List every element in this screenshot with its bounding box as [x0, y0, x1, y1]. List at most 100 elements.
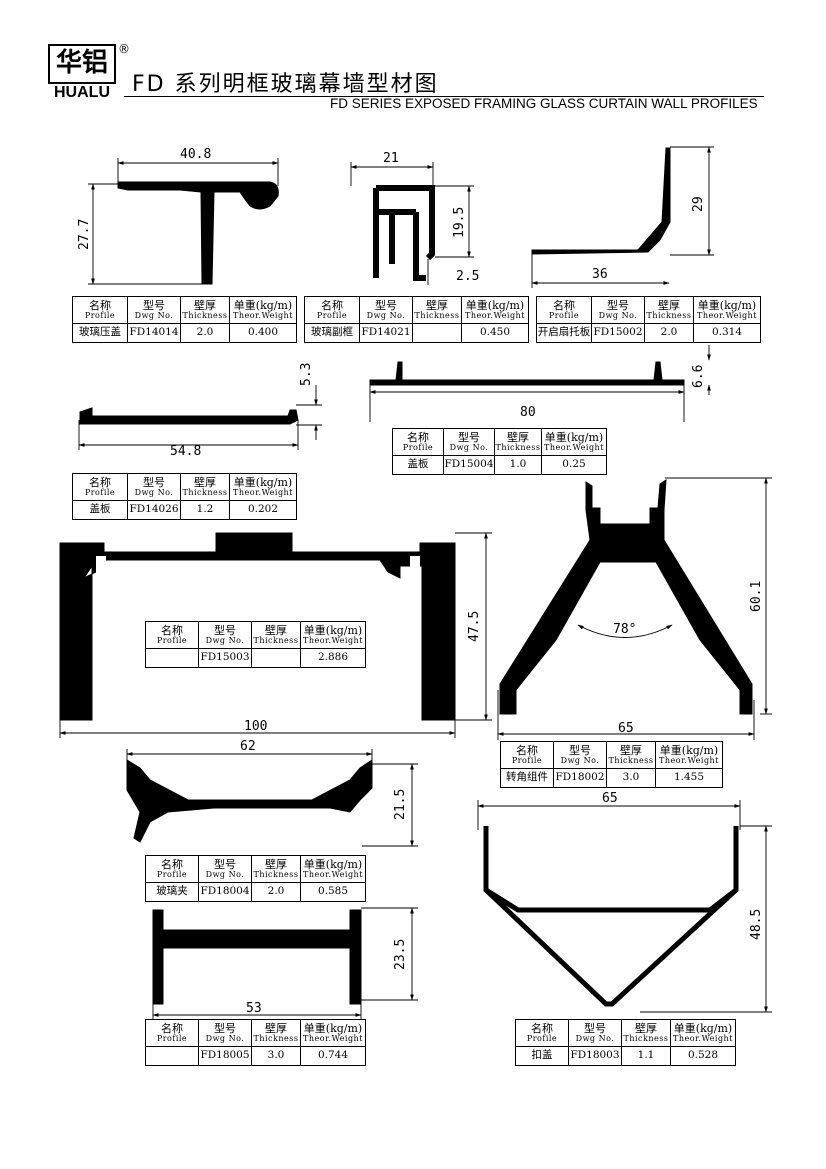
cell-thickness: 3.0 [606, 768, 656, 788]
table-row: 玻璃夹 FD18004 2.0 0.585 [145, 882, 366, 902]
cell-weight: 0.585 [300, 882, 366, 902]
logo-english: HUALU [54, 84, 110, 101]
registered-mark: ® [118, 42, 130, 56]
cell-thickness: 2.0 [180, 323, 230, 343]
dim-text: 6.6 [691, 365, 706, 388]
cell-weight: 0.202 [229, 500, 297, 520]
cell-profile: 玻璃夹 [145, 882, 199, 902]
header-weight: 单重(kg/m)Theor.Weight [655, 741, 723, 769]
dim-text: 80 [520, 405, 536, 420]
cell-profile: 玻璃副框 [304, 323, 360, 343]
profile-fd14026 [79, 407, 299, 425]
cell-thickness: 3.0 [251, 1046, 301, 1066]
dim-text: 5.3 [299, 363, 314, 386]
cell-weight: 0.450 [461, 323, 529, 343]
cell-dwg: FD18003 [568, 1046, 622, 1066]
cell-dwg: FD14026 [127, 500, 181, 520]
cell-dwg: FD15002 [591, 323, 645, 343]
cell-thickness: 1.2 [180, 500, 230, 520]
cell-weight: 0.744 [300, 1046, 366, 1066]
dim-text: 27.7 [77, 219, 92, 250]
cell-profile [145, 648, 199, 668]
cell-dwg: FD18004 [198, 882, 252, 902]
cell-dwg: FD14014 [127, 323, 181, 343]
header-weight: 单重(kg/m)Theor.Weight [693, 296, 761, 324]
dim-text: 21 [383, 151, 399, 166]
header-weight: 单重(kg/m)Theor.Weight [461, 296, 529, 324]
page-title-english: FD SERIES EXPOSED FRAMING GLASS CURTAIN … [330, 96, 758, 111]
cell-thickness: 1.0 [494, 455, 542, 475]
cell-profile: 转角组件 [500, 768, 554, 788]
profile-fd18004 [126, 759, 373, 843]
table-row: 盖板 FD15004 1.0 0.25 [392, 455, 607, 475]
header-weight: 单重(kg/m)Theor.Weight [541, 428, 607, 456]
dim-text: 65 [618, 721, 634, 736]
cell-dwg: FD15003 [198, 648, 252, 668]
table-row: 转角组件 FD18002 3.0 1.455 [500, 768, 723, 788]
cell-weight: 1.455 [655, 768, 723, 788]
profile-fd14021 [373, 185, 435, 281]
header-weight: 单重(kg/m)Theor.Weight [300, 621, 366, 649]
table-row: FD18005 3.0 0.744 [145, 1046, 366, 1066]
cell-dwg: FD18005 [198, 1046, 252, 1066]
cell-dwg: FD14021 [359, 323, 413, 343]
profile-fd18002 [499, 479, 753, 715]
dim-text: 60.1 [749, 581, 764, 612]
cell-dwg: FD15004 [443, 455, 495, 475]
profile-fd15004 [369, 361, 685, 386]
table-row: FD15003 2.886 [145, 648, 366, 668]
cell-weight: 2.886 [300, 648, 366, 668]
cell-profile: 玻璃压盖 [72, 323, 128, 343]
logo-frame [48, 44, 116, 84]
header-weight: 单重(kg/m)Theor.Weight [229, 473, 297, 501]
cell-profile: 盖板 [72, 500, 128, 520]
table-row: 扣盖 FD18003 1.1 0.528 [515, 1046, 736, 1066]
table-row: 盖板 FD14026 1.2 0.202 [72, 500, 297, 520]
dim-text: 40.8 [180, 147, 211, 162]
dim-text: 19.5 [452, 207, 467, 238]
hualu-logo: 华铝 HUALU [48, 44, 116, 104]
page-title-chinese: FD 系列明框玻璃幕墙型材图 [132, 72, 439, 97]
dim-text: 48.5 [749, 909, 764, 940]
cell-profile: 扣盖 [515, 1046, 569, 1066]
cell-weight: 0.528 [670, 1046, 736, 1066]
dim-text: 62 [240, 739, 256, 754]
dim-text: 29 [691, 196, 706, 212]
header-weight: 单重(kg/m)Theor.Weight [300, 1019, 366, 1047]
cell-weight: 0.314 [693, 323, 761, 343]
cell-thickness: 1.1 [621, 1046, 671, 1066]
